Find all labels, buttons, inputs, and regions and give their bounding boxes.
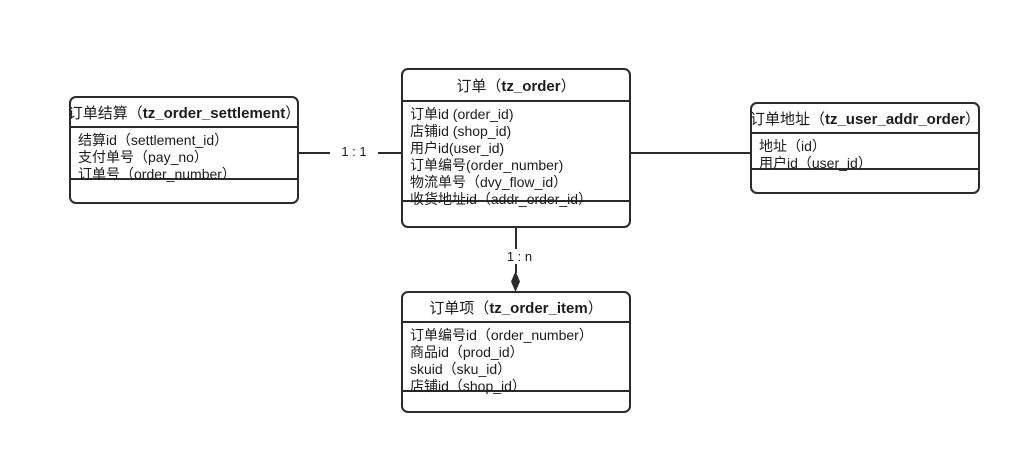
attribute-row: 订单编号(order_number) <box>410 157 564 173</box>
attribute-row: 商品id（prod_id） <box>410 344 524 360</box>
attribute-row: 支付单号（pay_no） <box>78 149 208 165</box>
attribute-row: 用户id（user_id） <box>759 155 872 171</box>
entity-title-text-order-item: 订单项（tz_order_item） <box>429 299 603 317</box>
attribute-row: skuid（sku_id） <box>410 361 512 377</box>
attribute-row: 店铺id（shop_id） <box>410 378 526 394</box>
entity-order[interactable]: 订单（tz_order） 订单id (order_id) 店铺id (shop_… <box>401 68 631 228</box>
entity-attributes-order-item: 订单编号id（order_number） 商品id（prod_id） skuid… <box>403 323 629 394</box>
attribute-row: 店铺id (shop_id) <box>410 123 512 139</box>
entity-attributes-user-addr-order: 地址（id） 用户id（user_id） <box>752 134 978 171</box>
edge-order-addr <box>631 152 750 154</box>
attribute-row: 订单id (order_id) <box>410 106 514 122</box>
entity-title-text-order-settlement: 订单结算（tz_order_settlement） <box>69 104 299 122</box>
entity-title-text-order: 订单（tz_order） <box>456 77 576 95</box>
attribute-row: 地址（id） <box>759 138 826 154</box>
entity-attributes-order-settlement: 结算id（settlement_id） 支付单号（pay_no） 订单号（ord… <box>71 128 297 182</box>
entity-footer-user-addr-order <box>752 170 978 192</box>
entity-footer-order-item <box>403 392 629 411</box>
entity-title-user-addr-order: 订单地址（tz_user_addr_order） <box>752 104 978 134</box>
attribute-row: 物流单号（dvy_flow_id） <box>410 174 568 190</box>
attribute-row: 订单编号id（order_number） <box>410 327 593 343</box>
entity-order-item[interactable]: 订单项（tz_order_item） 订单编号id（order_number） … <box>401 291 631 413</box>
entity-user-addr-order[interactable]: 订单地址（tz_user_addr_order） 地址（id） 用户id（use… <box>750 102 980 194</box>
entity-footer-order-settlement <box>71 180 297 202</box>
entity-order-settlement[interactable]: 订单结算（tz_order_settlement） 结算id（settlemen… <box>69 96 299 204</box>
entity-title-text-user-addr-order: 订单地址（tz_user_addr_order） <box>750 110 980 128</box>
edge-label-order-item: 1 : n <box>495 249 544 264</box>
entity-title-order-item: 订单项（tz_order_item） <box>403 293 629 323</box>
entity-attributes-order: 订单id (order_id) 店铺id (shop_id) 用户id(user… <box>403 102 629 207</box>
attribute-row: 用户id(user_id) <box>410 140 505 156</box>
entity-title-order-settlement: 订单结算（tz_order_settlement） <box>71 98 297 128</box>
entity-title-order: 订单（tz_order） <box>403 70 629 102</box>
attribute-row: 收货地址id（addr_order_id） <box>410 191 593 207</box>
edge-label-settlement-order: 1 : 1 <box>330 144 378 159</box>
attribute-row: 结算id（settlement_id） <box>78 132 229 148</box>
attribute-row: 订单号（order_number） <box>78 166 236 182</box>
